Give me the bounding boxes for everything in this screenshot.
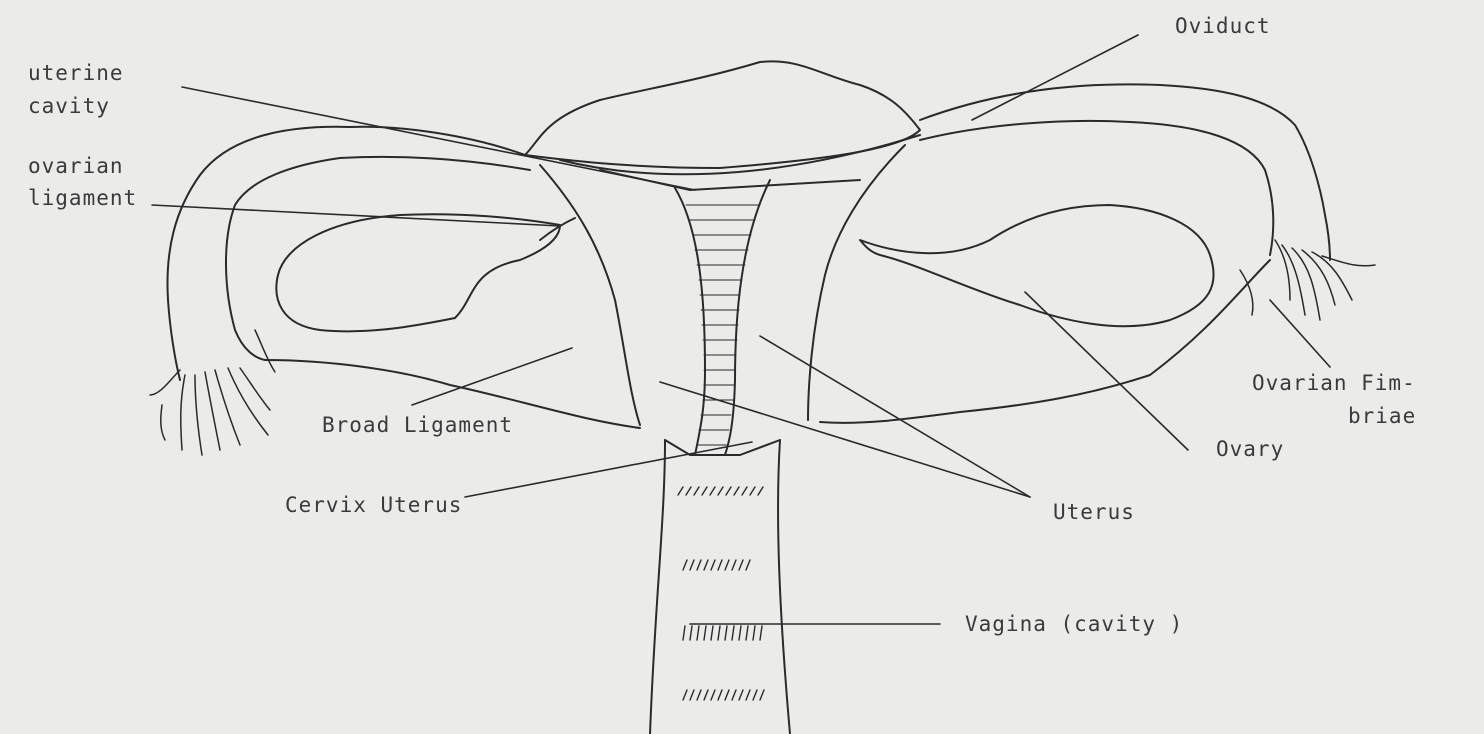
leader-cervix: [465, 442, 752, 497]
uterus-right-wall: [808, 145, 905, 420]
label-ovarian-fimbriae-line1: Ovarian Fim-: [1252, 371, 1416, 396]
label-uterus: Uterus: [1053, 500, 1135, 525]
vagina-right-wall: [778, 440, 790, 734]
label-uterine-cavity-line2: cavity: [28, 94, 110, 119]
right-broad-ligament-edge: [820, 260, 1270, 423]
leader-broad-ligament: [412, 348, 572, 405]
left-fimbriae: [150, 330, 275, 455]
vagina-left-wall: [650, 440, 665, 734]
right-oviduct-outer: [920, 84, 1330, 260]
right-ovary: [860, 205, 1214, 326]
label-vagina-cavity: Vagina (cavity ): [965, 612, 1183, 637]
label-ovary: Ovary: [1216, 437, 1284, 462]
label-oviduct: Oviduct: [1175, 14, 1271, 39]
uterus-left-wall: [540, 165, 640, 425]
leader-oviduct: [972, 35, 1138, 120]
left-ovary: [276, 214, 560, 331]
leader-ovarian-ligament: [152, 205, 560, 226]
right-fimbriae: [1240, 240, 1375, 320]
leader-uterine-cavity: [182, 87, 695, 190]
right-oviduct-inner: [920, 121, 1273, 255]
label-broad-ligament: Broad Ligament: [322, 413, 513, 438]
leader-uterus-1: [660, 382, 1030, 497]
leader-uterus-2: [760, 336, 1030, 497]
label-ovarian-ligament-line1: ovarian: [28, 154, 124, 179]
leader-ovary: [1025, 292, 1188, 450]
left-ovarian-ligament: [540, 218, 575, 240]
vagina-rugae: [678, 487, 764, 700]
label-ovarian-ligament-line2: ligament: [28, 186, 137, 211]
label-ovarian-fimbriae-line2: briae: [1348, 404, 1416, 429]
label-uterine-cavity-line1: uterine: [28, 61, 124, 86]
uterine-cavity-left-edge: [675, 188, 705, 455]
label-cervix-uterus: Cervix Uterus: [285, 493, 462, 518]
left-oviduct-outer: [167, 127, 525, 380]
uterus-body-inner-edge: [560, 135, 920, 174]
leader-fimbriae: [1270, 300, 1330, 367]
